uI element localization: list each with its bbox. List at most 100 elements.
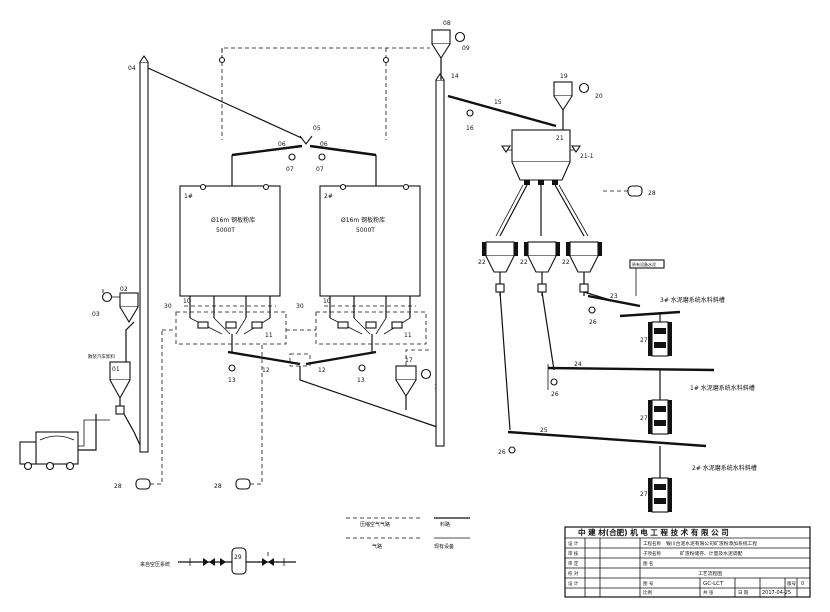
dust-collector-19: 19 bbox=[553, 73, 573, 130]
tag-12a: 12 bbox=[262, 367, 270, 374]
tag-24: 24 bbox=[574, 361, 582, 368]
fan-28-left: 28 bbox=[114, 478, 151, 490]
silo-1-spec: Ø16m 钢板粉库 bbox=[211, 216, 255, 224]
silo-2-spec: Ø16m 钢板粉库 bbox=[341, 216, 385, 224]
tb-row-1: 设 计 bbox=[568, 540, 579, 547]
mill-27-a: 27 bbox=[640, 321, 672, 357]
tag-10a: 10 bbox=[183, 298, 191, 305]
air-slide-15: 15 bbox=[447, 94, 557, 128]
tag-21-1: 21-1 bbox=[580, 153, 594, 160]
project-value: 银川台泥水泥有限公司矿渣粉添加系统工程 bbox=[666, 540, 757, 547]
feeder-22-c: 22 bbox=[562, 241, 602, 273]
tag-03: 03 bbox=[92, 311, 100, 318]
bucket-elevator-04: 04 bbox=[128, 55, 149, 453]
fan-13-left: 13 bbox=[228, 364, 236, 384]
dust-collector-02: 02 bbox=[119, 286, 139, 324]
unloader-01: 01 散装汽车卸料 bbox=[88, 353, 131, 415]
fan-07-left: 07 bbox=[286, 153, 296, 173]
unload-label: 散装汽车卸料 bbox=[88, 353, 115, 360]
fan-26-a: 26 bbox=[588, 306, 597, 326]
fan-28-right: 28 bbox=[627, 185, 656, 197]
fan-09: 09 bbox=[454, 31, 470, 52]
tag-22a: 22 bbox=[478, 259, 486, 266]
tb-row-3: 审 定 bbox=[568, 560, 579, 567]
tag-15: 15 bbox=[494, 99, 502, 106]
scale-label: 比例 bbox=[643, 589, 652, 596]
tag-13a: 13 bbox=[228, 377, 236, 384]
compressed-air-supply: 来自空压系统 29 bbox=[140, 547, 296, 575]
air-slide-25: 25 bbox=[507, 427, 707, 448]
tag-25: 25 bbox=[540, 427, 548, 434]
fan-20: 20 bbox=[578, 82, 603, 100]
project-label: 工程名称 bbox=[643, 540, 661, 547]
tag-11b: 11 bbox=[404, 332, 412, 339]
mill-27-b: 27 bbox=[640, 399, 672, 435]
dust-collector-08: 08 bbox=[431, 20, 451, 80]
sheet-value: 0 bbox=[801, 581, 804, 587]
tag-29: 29 bbox=[234, 554, 242, 561]
mill-27-c: 27 bbox=[640, 477, 672, 513]
feeder-22-a: 22 bbox=[478, 241, 518, 273]
tag-09: 09 bbox=[462, 45, 470, 52]
tag-04: 04 bbox=[128, 65, 136, 72]
tag-05: 05 bbox=[313, 125, 321, 132]
tag-28a: 28 bbox=[114, 483, 122, 490]
air-slide-24: 24 bbox=[547, 361, 715, 390]
tag-20: 20 bbox=[595, 93, 603, 100]
legend: 压缩空气气路 料路 气路 现有设备 bbox=[346, 517, 470, 550]
air-supply-label: 来自空压系统 bbox=[140, 561, 170, 568]
drawing-no: GC-LCT bbox=[703, 581, 724, 587]
tag-06a: 06 bbox=[278, 141, 286, 148]
mill-1-label: 1# 水泥磨系统水料斜槽 bbox=[690, 384, 755, 392]
sheet-label: 版号 bbox=[787, 580, 796, 587]
fan-28-mid: 28 bbox=[214, 478, 251, 490]
silo-2-num: 2# bbox=[324, 193, 333, 200]
air-slide-23: 23 bbox=[587, 293, 681, 318]
tag-26b: 26 bbox=[551, 391, 559, 398]
fan-16: 16 bbox=[466, 109, 474, 132]
tag-27a: 27 bbox=[640, 337, 648, 344]
sub-label: 子项名称 bbox=[643, 550, 661, 557]
air-slide-12-right: 12 bbox=[305, 350, 377, 374]
legend-compressed-air: 压缩空气气路 bbox=[360, 521, 390, 528]
air-slide-06-right: 06 bbox=[309, 141, 377, 157]
title-block: 中 建 材(合肥) 机 电 工 程 技 术 有 限 公 司 设 计 审 核 审 … bbox=[564, 526, 811, 598]
dust-collector-17: 17 bbox=[395, 357, 417, 410]
sub-value: 矿渣粉储存、计量及水泥调配 bbox=[680, 550, 743, 557]
tag-26a: 26 bbox=[589, 319, 597, 326]
tag-13b: 13 bbox=[357, 377, 365, 384]
tag-10b: 10 bbox=[323, 298, 331, 305]
tag-28b: 28 bbox=[214, 483, 222, 490]
fan-03: 03 bbox=[92, 289, 113, 318]
air-slide-06-left: 06 bbox=[231, 141, 303, 157]
name-value: 工艺流程图 bbox=[698, 570, 722, 577]
legend-air: 气路 bbox=[372, 543, 382, 550]
tb-row-5: 设 计 bbox=[568, 580, 579, 587]
tag-28c: 28 bbox=[648, 190, 656, 197]
fan-07-right: 07 bbox=[316, 153, 326, 173]
silo-2-cap: 5000T bbox=[356, 227, 375, 234]
tag-19: 19 bbox=[560, 73, 568, 80]
tag-08: 08 bbox=[443, 20, 451, 27]
tb-row-2: 审 核 bbox=[568, 550, 579, 557]
drawing-no-label: 图 号 bbox=[643, 581, 654, 587]
feeder-22-b: 22 bbox=[520, 241, 560, 273]
tag-27b: 27 bbox=[640, 415, 648, 422]
tag-30a: 30 bbox=[164, 303, 172, 310]
bucket-elevator-14: 14 bbox=[435, 73, 459, 447]
mill-3-label: 3# 水泥磨系统水料斜槽 bbox=[660, 296, 725, 304]
fan-13-right: 13 bbox=[357, 364, 366, 384]
legend-material: 料路 bbox=[440, 521, 450, 528]
tag-23: 23 bbox=[610, 293, 618, 300]
silo-1-cap: 5000T bbox=[216, 227, 235, 234]
silo-2-discharge: 30 10 11 bbox=[296, 296, 427, 352]
company-name: 中 建 材(合肥) 机 电 工 程 技 术 有 限 公 司 bbox=[578, 527, 729, 537]
tb-row-4: 校 对 bbox=[568, 570, 579, 577]
tag-02: 02 bbox=[120, 286, 128, 293]
tag-30b: 30 bbox=[296, 303, 304, 310]
tag-07a: 07 bbox=[286, 166, 294, 173]
tag-27c: 27 bbox=[640, 491, 648, 498]
fan-26-c: 26 bbox=[498, 446, 516, 456]
legend-existing: 现有设备 bbox=[434, 543, 454, 550]
tag-22c: 22 bbox=[562, 259, 570, 266]
